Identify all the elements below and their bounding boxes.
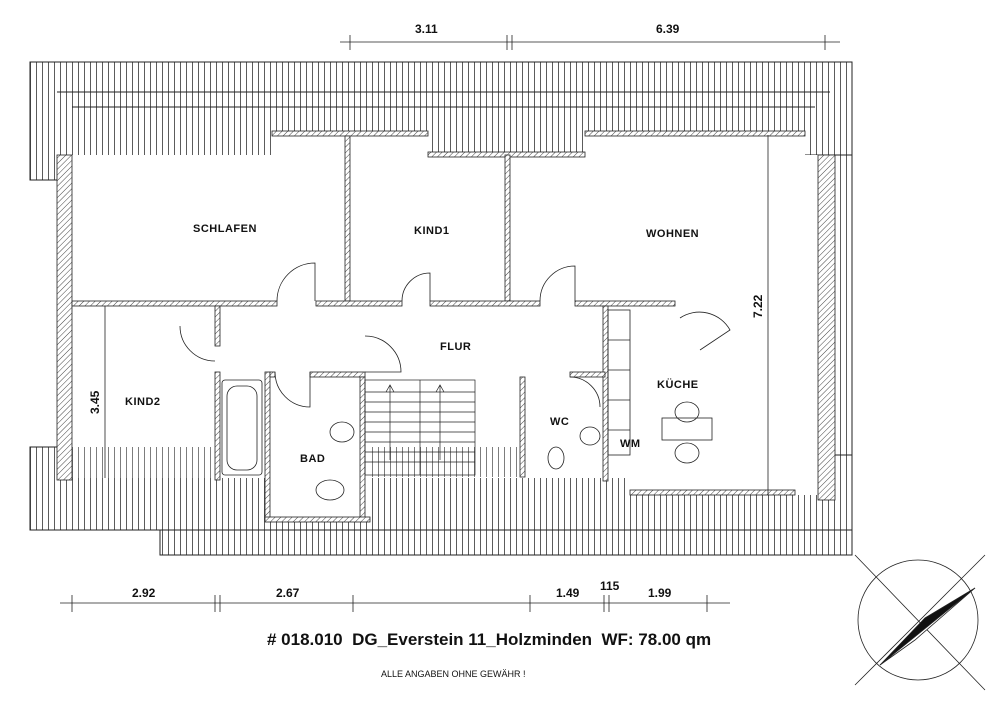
fixtures	[221, 309, 713, 501]
dimension-lines	[60, 35, 840, 612]
bathroom-sink	[329, 421, 355, 443]
dimension-bottom-5: 1.99	[648, 586, 672, 600]
kitchen-counter	[607, 309, 631, 456]
dimension-left-height: 3.45	[88, 390, 102, 414]
compass-north-arrow-icon	[854, 554, 986, 691]
doors	[179, 262, 731, 408]
room-label-kind1: KIND1	[414, 225, 450, 237]
dimension-top-right: 6.39	[656, 22, 680, 36]
wc-sink	[579, 426, 601, 446]
room-label-kind2: KIND2	[125, 396, 161, 408]
dimension-top-left: 3.11	[415, 22, 438, 36]
staircase	[364, 379, 476, 476]
dimension-right-height: 7.22	[751, 294, 765, 318]
bathroom-toilet	[315, 479, 345, 501]
room-label-schlafen: SCHLAFEN	[193, 223, 257, 235]
room-label-bad: BAD	[300, 453, 325, 465]
dimension-bottom-3: 1.49	[556, 586, 580, 600]
apartment-interior	[72, 135, 818, 520]
room-label-kueche: KÜCHE	[657, 378, 699, 391]
dimension-bottom-2: 2.67	[276, 586, 300, 600]
dimension-bottom-4: 115	[600, 579, 620, 593]
bathtub	[221, 379, 263, 476]
wc-toilet	[547, 446, 565, 470]
disclaimer: ALLE ANGABEN OHNE GEWÄHR !	[381, 669, 526, 679]
plan-title: # 018.010 DG_Everstein 11_Holzminden WF:…	[267, 630, 711, 649]
walls	[56, 130, 836, 523]
kitchen-table	[661, 417, 713, 441]
room-label-wc: WC	[550, 416, 569, 428]
dimension-bottom-1: 2.92	[132, 586, 156, 600]
room-label-flur: FLUR	[440, 341, 471, 353]
room-label-wm: WM	[620, 438, 641, 450]
room-label-wohnen: WOHNEN	[646, 228, 699, 240]
